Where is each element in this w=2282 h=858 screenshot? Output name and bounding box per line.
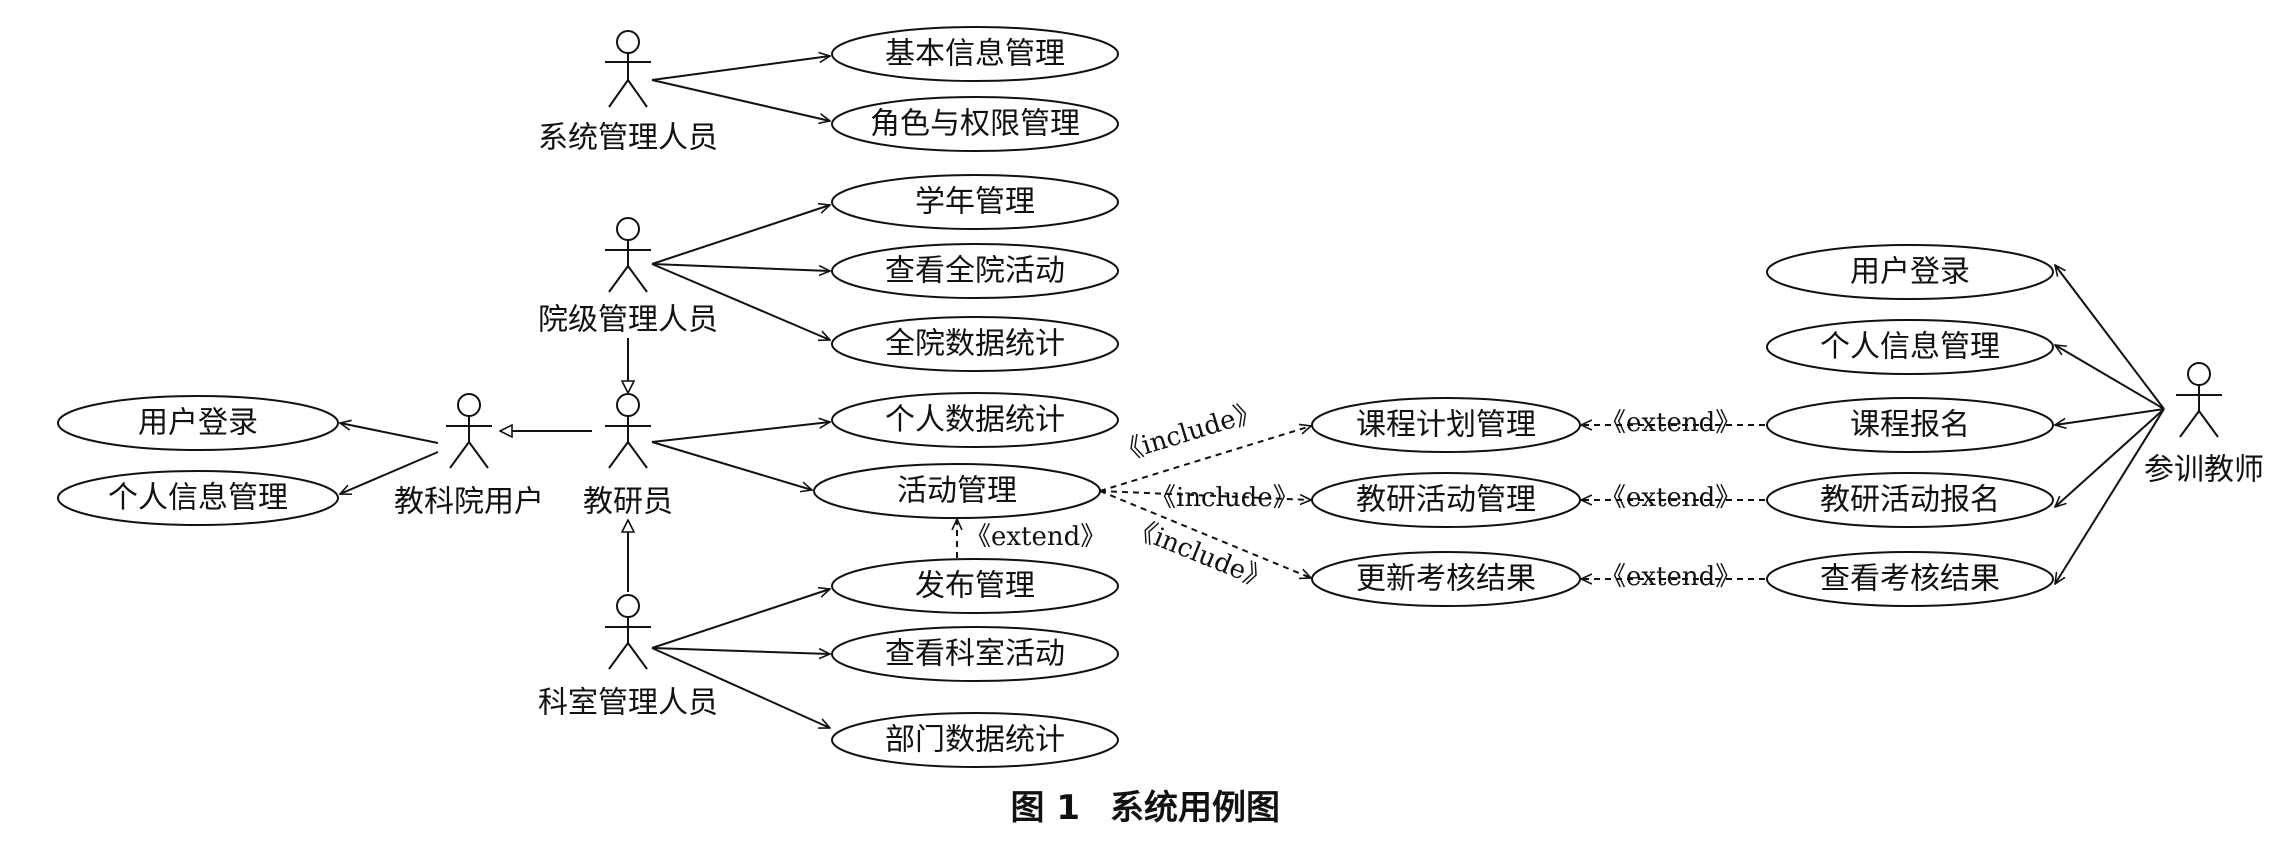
actor-sys-admin: [605, 30, 651, 108]
include-label-research-activity: 《include》: [1150, 483, 1299, 513]
uc-label-college-stats: 全院数据统计: [885, 327, 1065, 362]
generalizations: [500, 338, 628, 592]
uc-view-results: [1766, 551, 2054, 607]
include-label-update-results: 《include》: [1125, 513, 1274, 597]
uc-roles-permissions: [831, 96, 1119, 152]
uc-label-activity-signup: 教研活动报名: [1820, 483, 2000, 518]
uc-personal-stats: [831, 392, 1119, 448]
uc-label-research-activity-mgmt: 教研活动管理: [1356, 483, 1536, 518]
dependencies: [957, 425, 1765, 579]
actor-label-sys-admin: 系统管理人员: [538, 121, 718, 156]
uc-label-dept-stats: 部门数据统计: [885, 723, 1065, 758]
uc-label-course-plan: 课程计划管理: [1356, 408, 1536, 443]
actor-college-user: [446, 393, 492, 469]
uc-dept-stats: [831, 712, 1119, 768]
actor-office-admin: [605, 594, 651, 670]
uc-label-school-year: 学年管理: [915, 185, 1035, 220]
uc-activity-signup: [1766, 472, 2054, 528]
actor-label-trainee: 参训教师: [2144, 453, 2264, 488]
uc-label-view-all-activities: 查看全院活动: [885, 254, 1065, 289]
uc-college-stats: [831, 316, 1119, 372]
uc-label-course-signup: 课程报名: [1850, 408, 1970, 443]
uc-label-trainee-login: 用户登录: [1850, 255, 1970, 290]
uc-view-office-activities: [831, 626, 1119, 682]
uc-label-basic-info: 基本信息管理: [885, 37, 1065, 72]
uc-label-left-profile: 个人信息管理: [108, 481, 288, 516]
uc-label-view-office-activities: 查看科室活动: [885, 637, 1065, 672]
caption-title: 系统用例图: [1110, 788, 1280, 828]
actor-researcher: [605, 393, 651, 469]
uc-label-activity-mgmt: 活动管理: [897, 474, 1017, 509]
uc-left-login: [57, 395, 339, 451]
uc-left-profile: [57, 470, 339, 526]
uc-course-signup: [1766, 397, 2054, 453]
extend-label-publish: 《extend》: [965, 522, 1106, 552]
include-label-course-plan: 《include》: [1113, 397, 1264, 469]
extend-label-course-signup: 《extend》: [1600, 408, 1741, 438]
uc-basic-info: [831, 26, 1119, 82]
uc-label-publish-mgmt: 发布管理: [915, 569, 1035, 604]
actor-label-researcher: 教研员: [583, 485, 673, 520]
uc-view-all-activities: [831, 243, 1119, 299]
uc-label-personal-stats: 个人数据统计: [885, 403, 1065, 438]
uc-label-update-results: 更新考核结果: [1356, 562, 1536, 597]
uc-label-left-login: 用户登录: [138, 406, 258, 441]
caption-figure-no: 图 1: [1011, 788, 1081, 828]
uc-label-view-results: 查看考核结果: [1820, 562, 2000, 597]
uc-school-year: [831, 174, 1119, 230]
uc-trainee-profile: [1766, 319, 2054, 375]
actor-label-college-admin: 院级管理人员: [538, 303, 718, 338]
uc-label-roles-permissions: 角色与权限管理: [870, 107, 1080, 142]
extend-label-view-results: 《extend》: [1600, 562, 1741, 592]
actor-label-office-admin: 科室管理人员: [538, 686, 718, 721]
uc-label-trainee-profile: 个人信息管理: [1820, 330, 2000, 365]
actor-college-admin: [605, 217, 651, 293]
associations: [340, 56, 2165, 729]
actor-trainee: [2176, 362, 2222, 438]
figure-caption: 图 1 系统用例图: [1011, 788, 1281, 828]
uc-trainee-login: [1766, 244, 2054, 300]
extend-label-activity-signup: 《extend》: [1600, 483, 1741, 513]
actor-label-college-user: 教科院用户: [394, 485, 544, 520]
uc-publish-mgmt: [831, 558, 1119, 614]
